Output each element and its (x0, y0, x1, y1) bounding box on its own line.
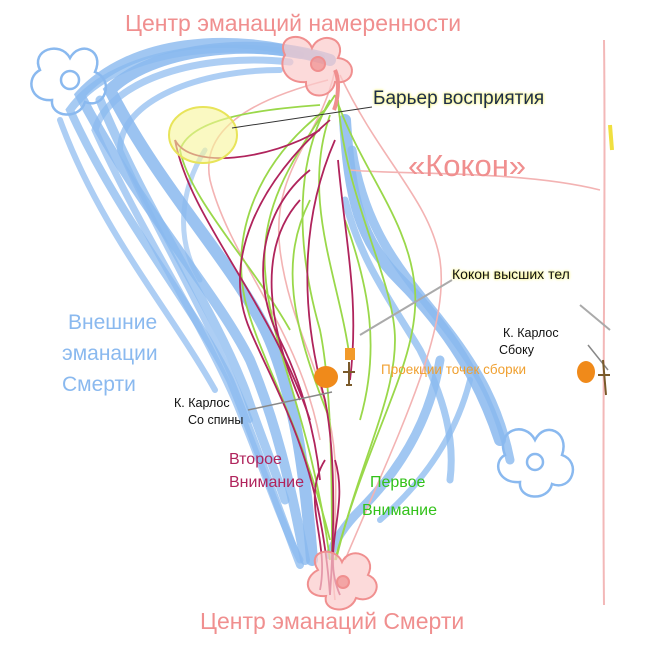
flower-icon-bottom (306, 550, 378, 611)
top-stem (332, 69, 340, 111)
bottom-center-label: Центр эманаций Смерти (200, 608, 465, 634)
higher-bodies-label: Кокон высших тел (452, 266, 570, 282)
figure-back-icon (345, 348, 355, 360)
flower-icon-left (30, 47, 107, 116)
outer-emanations (57, 37, 515, 569)
outer-emanations-label-line3: Смерти (62, 373, 136, 396)
flower-icon-top (281, 35, 353, 97)
higher-bodies-pointer-right (579, 304, 611, 331)
top-center-label: Центр эманаций намеренности (125, 10, 462, 36)
perception-barrier-glow (168, 106, 238, 164)
cocoon-outline (207, 69, 601, 601)
flower-icon-right (496, 428, 574, 498)
second-attention-label-line2: Внимание (229, 474, 305, 491)
figure-side-body (598, 359, 610, 396)
first-attention-label-line2: Внимание (362, 502, 438, 519)
second-attention-label-line1: Второе (229, 451, 282, 468)
carlos-side-label-line2: Сбоку (499, 343, 534, 357)
outer-emanations-label-line1: Внешние (68, 311, 158, 334)
cocoon-label: «Кокон» (408, 148, 527, 183)
higher-bodies-pointer-left (359, 279, 453, 336)
right-yellow-mark (608, 124, 614, 151)
carlos-side-pointer (587, 344, 609, 371)
carlos-back-label-line1: К. Карлос (174, 396, 230, 410)
assemblage-point-side (577, 361, 595, 383)
projections-label: Проекции точек сборки (381, 362, 527, 377)
figure-back-body (343, 362, 355, 386)
right-frame-line (602, 39, 606, 606)
barrier-pointer (231, 106, 373, 129)
outer-emanations-label-line2: эманации (62, 342, 158, 365)
perception-barrier-label: Барьер восприятия (373, 88, 545, 109)
carlos-back-pointer (247, 391, 333, 411)
first-attention-label-line1: Первое (370, 474, 426, 491)
carlos-side-label-line1: К. Карлос (503, 326, 559, 340)
assemblage-point-back (314, 366, 338, 388)
carlos-back-label-line2: Со спины (188, 413, 244, 427)
